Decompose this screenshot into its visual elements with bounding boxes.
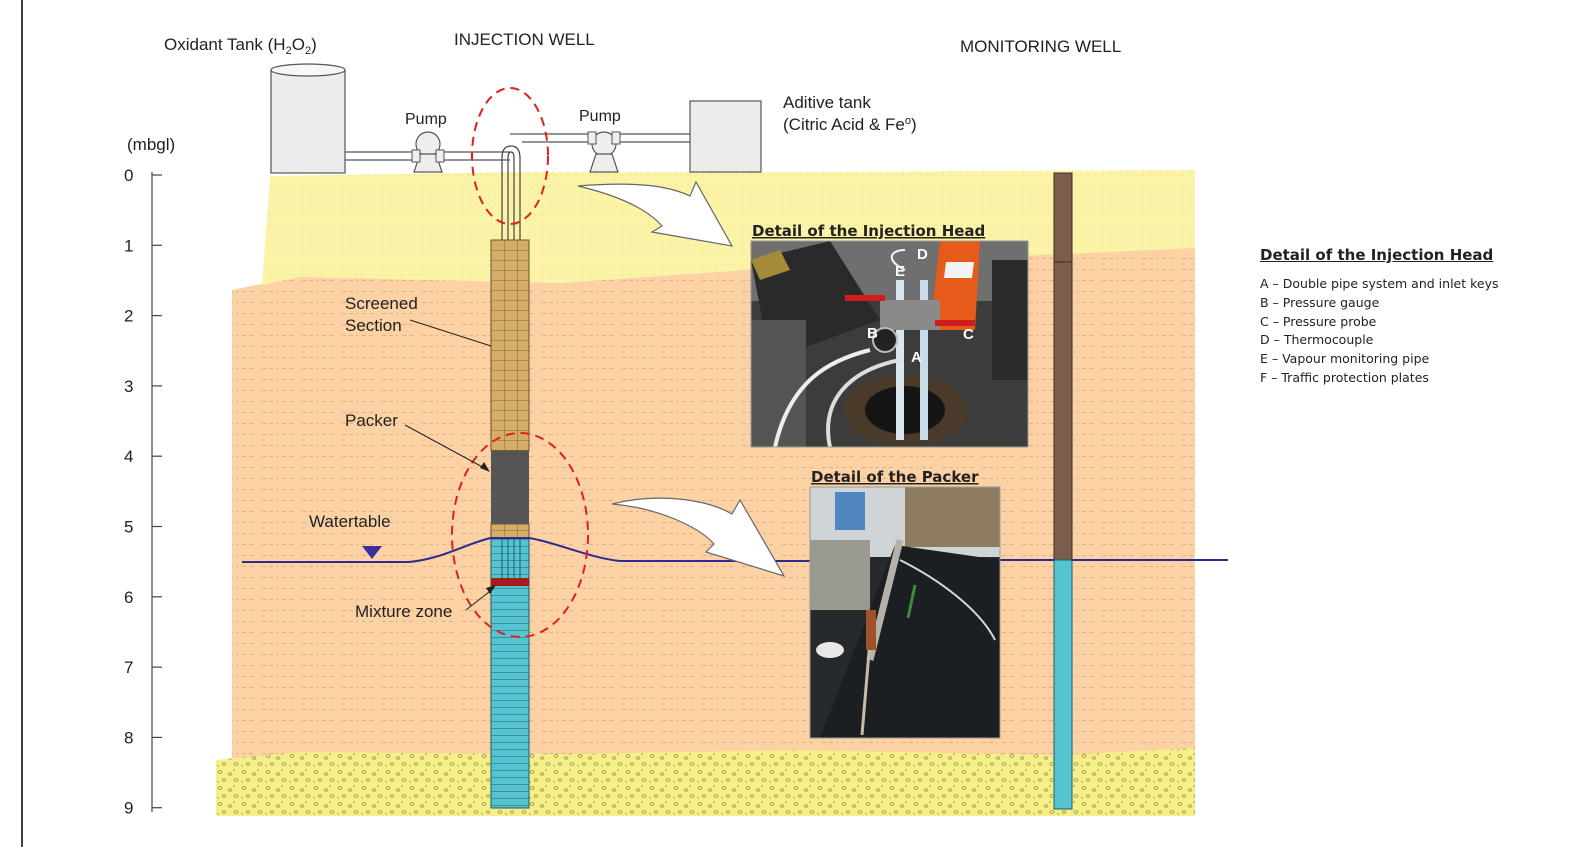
screened-label-line1: Screened [345, 294, 418, 313]
additive-tank [689, 100, 762, 173]
arrow-to-injection-head-icon [577, 180, 734, 247]
monitoring-water-column [1053, 559, 1073, 810]
pump-right-label: Pump [579, 108, 621, 125]
injection-head-highlight [471, 87, 549, 225]
depth-tick-label: 1 [124, 236, 133, 255]
injection-head-photo-caption: Detail of the Injection Head [752, 222, 985, 240]
pump-right-icon [587, 131, 621, 173]
legend-item: A – Double pipe system and inlet keys [1260, 276, 1499, 291]
depth-tick-label: 4 [124, 447, 133, 466]
packer-photo [810, 487, 1000, 738]
depth-tick-label: 7 [124, 658, 133, 677]
monitoring-casing [1053, 172, 1073, 561]
legend-item: F – Traffic protection plates [1260, 369, 1429, 385]
photo-marker-c: C [963, 326, 974, 343]
photo-marker-d: D [917, 246, 928, 263]
packer-label: Packer [345, 411, 398, 430]
photo-markers: A B C D E [867, 246, 974, 366]
mixture-arrowhead-icon [486, 585, 496, 594]
photo-marker-a: A [911, 349, 922, 366]
photo-marker-e: E [895, 263, 905, 280]
screened-section [490, 239, 530, 452]
arrow-to-packer-icon [611, 497, 786, 578]
packer-block [491, 451, 529, 524]
gravel-layer [216, 748, 1195, 816]
screen-below-packer [490, 523, 530, 539]
additive-tank-label-line1: Aditive tank [783, 93, 871, 112]
injection-head-photo [751, 241, 1028, 448]
depth-tick-label: 3 [124, 377, 133, 396]
depth-tick-label: 5 [124, 518, 133, 537]
depth-tick-label: 0 [124, 166, 133, 185]
legend-item: C – Pressure probe [1260, 313, 1377, 329]
depth-unit-label: (mbgl) [127, 135, 175, 154]
depth-tick-label: 8 [124, 728, 133, 747]
packer-photo-caption: Detail of the Packer [811, 468, 979, 486]
pump-left-icon [411, 131, 445, 173]
watertable-marker-icon [362, 546, 382, 559]
depth-tick-label: 2 [124, 307, 133, 326]
legend-list: A – Double pipe system and inlet keys B … [1260, 275, 1560, 388]
legend-item: B – Pressure gauge [1260, 294, 1380, 310]
packer-photo-frame [809, 486, 1001, 739]
legend-item: E – Vapour monitoring pipe [1260, 351, 1430, 367]
monitoring-well-title: MONITORING WELL [960, 37, 1121, 56]
watertable-label: Watertable [309, 512, 391, 531]
injection-head-photo-frame [750, 240, 1029, 448]
screened-label-line2: Section [345, 316, 402, 335]
legend-item: D – Thermocouple [1260, 332, 1374, 348]
inner-tubes [501, 538, 521, 578]
mixture-zone-label: Mixture zone [355, 602, 452, 621]
packer-arrowhead-icon [480, 462, 490, 472]
packer-highlight [451, 432, 589, 638]
depth-tick-label: 6 [124, 588, 133, 607]
photo-marker-b: B [867, 325, 878, 342]
oxidant-tank [270, 63, 346, 174]
mixture-band [491, 578, 529, 586]
injection-head-pipes [501, 133, 522, 240]
depth-ticks: 0 1 2 3 4 5 6 7 8 9 [124, 166, 162, 818]
additive-pipe [522, 133, 690, 143]
oxidant-tank-label: Oxidant Tank (H2O2) [164, 35, 317, 57]
depth-tick-label: 9 [124, 799, 133, 818]
pump-left-label: Pump [405, 111, 447, 128]
injection-head-legend: Detail of the Injection Head A – Double … [1260, 246, 1560, 388]
additive-tank-label-line2: (Citric Acid & Feo) [783, 115, 917, 134]
injection-well-title: INJECTION WELL [454, 30, 595, 49]
legend-title: Detail of the Injection Head [1260, 246, 1494, 264]
oxidant-pipe [345, 151, 510, 161]
